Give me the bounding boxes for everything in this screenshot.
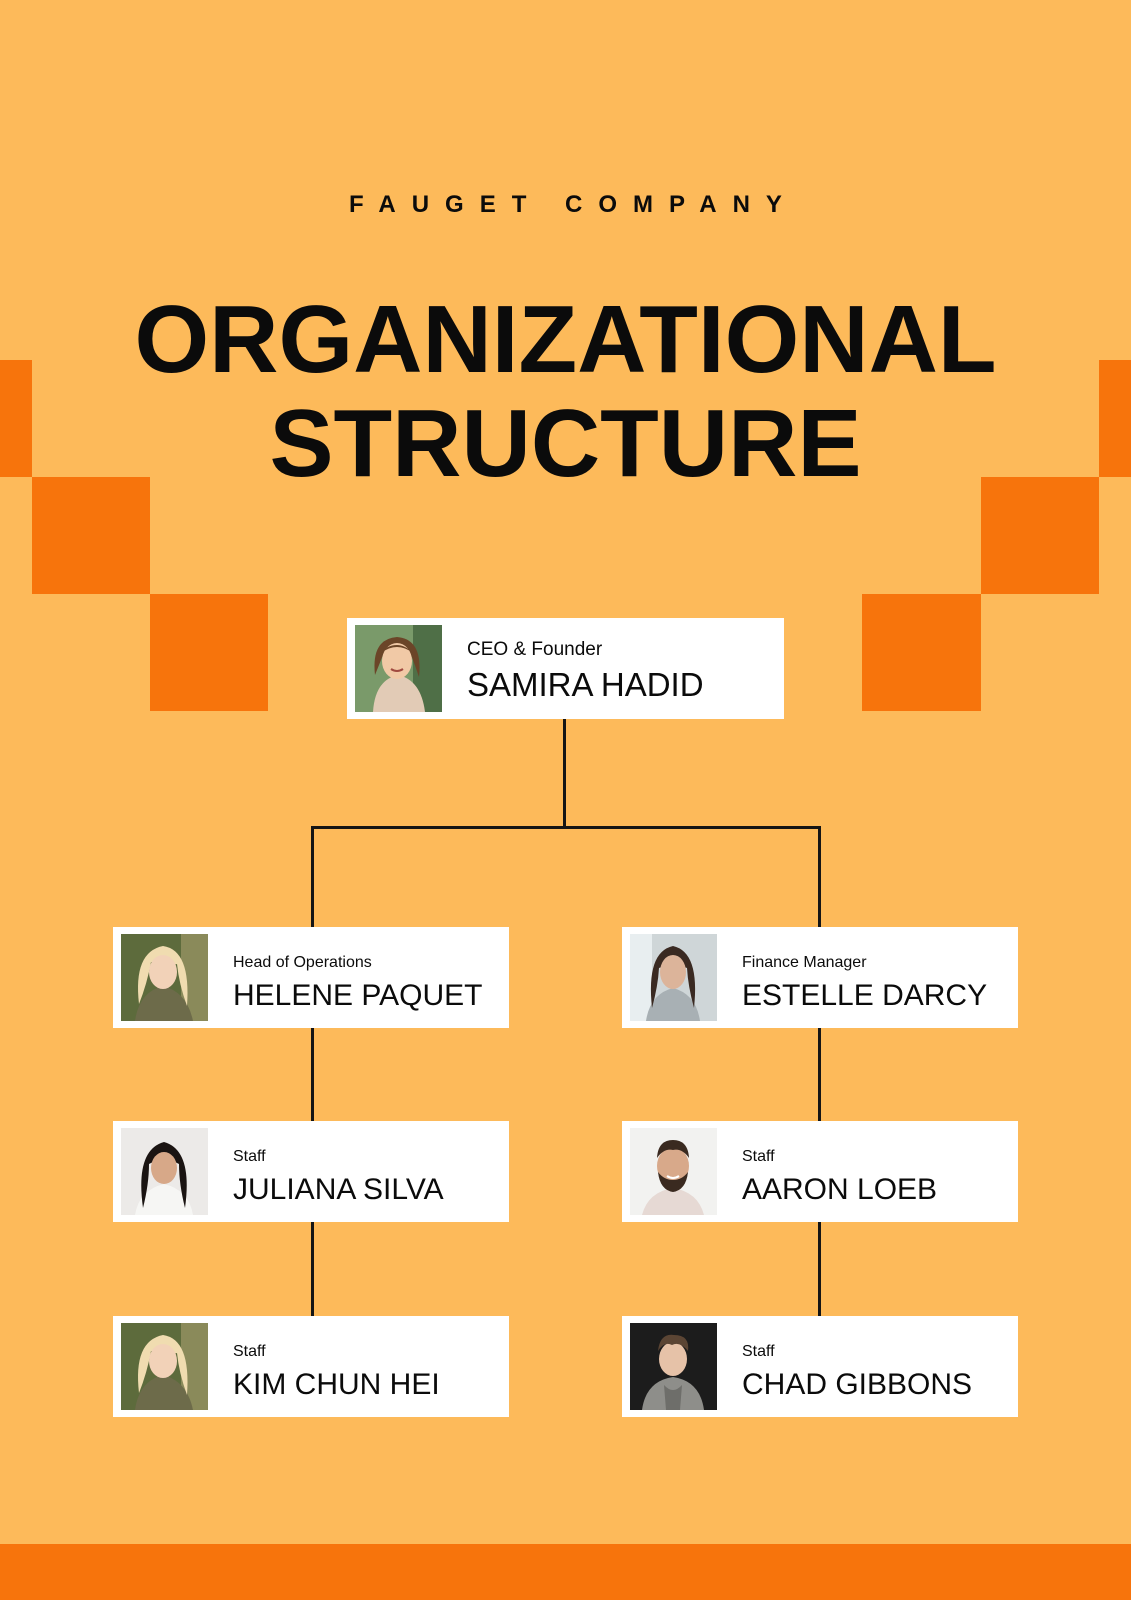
title-line-2: STRUCTURE (269, 390, 862, 497)
card-name: JULIANA SILVA (233, 1173, 444, 1206)
org-card-staff[interactable]: Staff KIM CHUN HEI (113, 1316, 509, 1417)
org-card-head-of-operations[interactable]: Head of Operations HELENE PAQUET (113, 927, 509, 1028)
card-name: AARON LOEB (742, 1173, 938, 1206)
page-title: ORGANIZATIONAL STRUCTURE (0, 288, 1131, 496)
decor-square (862, 594, 981, 711)
org-card-staff[interactable]: Staff CHAD GIBBONS (622, 1316, 1018, 1417)
connector-line (311, 826, 314, 928)
card-role: Staff (742, 1343, 775, 1360)
decor-square (981, 477, 1099, 594)
connector-line (563, 719, 566, 827)
card-role: Staff (233, 1343, 266, 1360)
connector-line (311, 826, 821, 829)
org-card-staff[interactable]: Staff JULIANA SILVA (113, 1121, 509, 1222)
decor-square (1099, 360, 1131, 477)
card-name: ESTELLE DARCY (742, 979, 988, 1012)
org-card-finance-manager[interactable]: Finance Manager ESTELLE DARCY (622, 927, 1018, 1028)
company-name: FAUGET COMPANY (349, 191, 798, 218)
connector-line (311, 1222, 314, 1316)
footer-bar (0, 1544, 1131, 1600)
avatar (630, 1128, 717, 1215)
card-role: Head of Operations (233, 954, 372, 971)
connector-line (818, 1028, 821, 1122)
title-line-1: ORGANIZATIONAL (134, 286, 997, 393)
card-name: HELENE PAQUET (233, 979, 483, 1012)
card-name: CHAD GIBBONS (742, 1368, 973, 1401)
decor-square (150, 594, 268, 711)
avatar (630, 1323, 717, 1410)
avatar (121, 1128, 208, 1215)
connector-line (818, 826, 821, 928)
connector-line (818, 1222, 821, 1316)
card-role: Finance Manager (742, 954, 867, 971)
decor-square (32, 477, 150, 594)
connector-line (311, 1028, 314, 1122)
card-name: KIM CHUN HEI (233, 1368, 440, 1401)
org-card-ceo[interactable]: CEO & Founder SAMIRA HADID (347, 618, 784, 719)
card-name: SAMIRA HADID (467, 666, 704, 703)
avatar (121, 934, 208, 1021)
avatar (630, 934, 717, 1021)
org-card-staff[interactable]: Staff AARON LOEB (622, 1121, 1018, 1222)
avatar (121, 1323, 208, 1410)
card-role: Staff (742, 1148, 775, 1165)
decor-square (0, 360, 32, 477)
avatar (355, 625, 442, 712)
card-role: Staff (233, 1148, 266, 1165)
card-role: CEO & Founder (467, 639, 603, 660)
